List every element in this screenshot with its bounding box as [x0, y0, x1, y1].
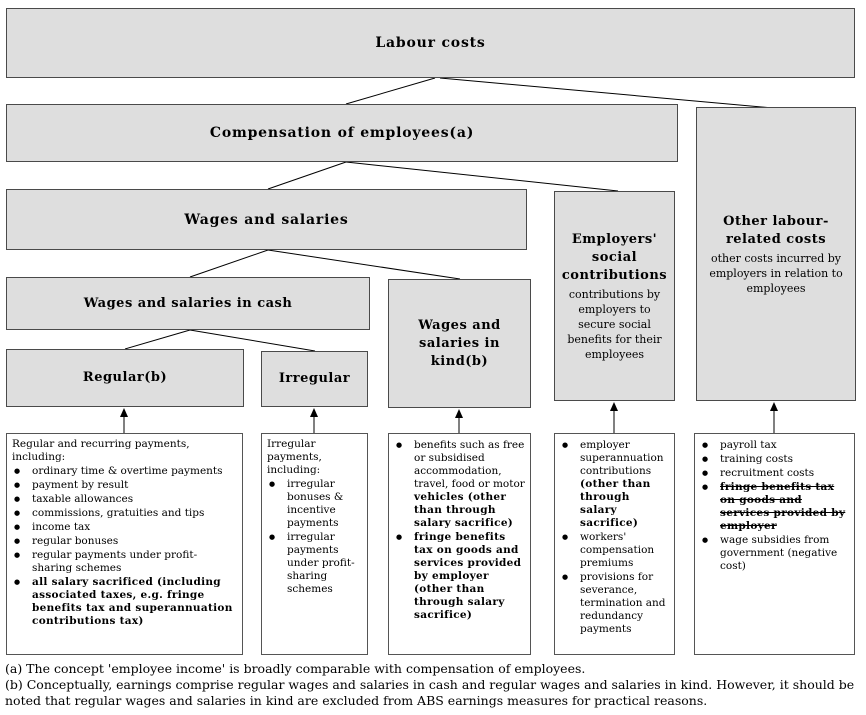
bullet-icon: ● [396, 533, 403, 541]
line-cash-to-regular [124, 329, 191, 350]
bullet-icon: ● [702, 455, 709, 463]
bullet-icon: ● [269, 533, 276, 541]
detail-item: ●irregular bonuses & incentive payments [269, 478, 344, 529]
detail-box-1: Regular and recurring payments, includin… [6, 433, 243, 655]
arrowhead-employers [610, 402, 618, 411]
detail-item: ●benefits such as free or subsidised acc… [396, 439, 525, 529]
bullet-icon: ● [562, 573, 569, 581]
line-compensation-to-wages [267, 161, 347, 190]
detail-item: ●recruitment costs [702, 467, 815, 479]
bullet-icon: ● [14, 551, 21, 559]
detail-item: ●training costs [702, 453, 793, 465]
bullet-icon: ● [702, 483, 709, 491]
footnotes: (a) The concept 'employee income' is bro… [5, 661, 861, 709]
arrowhead-irregular [310, 408, 318, 417]
node-wages-salaries-in-cash: Wages and salaries in cash [6, 277, 370, 330]
node-description: contributions by employers to secure soc… [567, 287, 662, 361]
detail-box-4: ●employer superannuation contributions (… [554, 433, 675, 655]
node-wages-and-salaries: Wages and salaries [6, 189, 527, 250]
node-wages-salaries-in-kind: Wages and salaries in kind(b) [388, 279, 531, 408]
detail-item: ●all salary sacrificed (including associ… [14, 576, 233, 627]
detail-item: ●regular bonuses [14, 535, 119, 547]
detail-item: ●ordinary time & overtime payments [14, 465, 223, 477]
arrowhead-other [770, 402, 778, 411]
node-label: Employers' social contributions [561, 231, 668, 283]
footnote-a: (a) The concept 'employee income' is bro… [5, 661, 586, 676]
detail-box-2: Irregular payments, including: ●irregula… [261, 433, 368, 655]
line-cash-to-irregular [189, 329, 316, 352]
detail-item: ●fringe benefits tax on goods and servic… [396, 531, 522, 621]
detail-item: ●regular payments under profit-sharing s… [14, 549, 198, 574]
detail-item: ●employer superannuation contributions (… [562, 439, 664, 529]
detail-box-3: ●benefits such as free or subsidised acc… [388, 433, 531, 655]
detail-item: ●workers' compensation premiums [562, 531, 655, 569]
arrowhead-regular [120, 408, 128, 417]
detail-item: ●wage subsidies from government (negativ… [702, 534, 838, 572]
node-label: Compensation of employees(a) [209, 125, 475, 141]
node-label: Other labour-related costs [723, 213, 829, 247]
bullet-icon: ● [562, 533, 569, 541]
detail-list: ●irregular bonuses & incentive payments●… [267, 478, 362, 596]
line-wages-to-kind [267, 249, 461, 280]
bullet-icon: ● [396, 441, 403, 449]
bullet-icon: ● [702, 536, 709, 544]
node-employers-social-contributions: Employers' social contributions contribu… [554, 191, 675, 401]
bullet-icon: ● [14, 481, 21, 489]
bullet-icon: ● [269, 480, 276, 488]
node-label: Wages and salaries [184, 211, 349, 228]
detail-list: ●payroll tax ●training costs ●recruitment … [700, 439, 849, 573]
detail-item: ●commissions, gratuities and tips [14, 507, 205, 519]
node-label: Irregular [278, 371, 351, 386]
bullet-icon: ● [14, 495, 21, 503]
detail-item: ●taxable allowances [14, 493, 134, 505]
detail-item: ●payroll tax [702, 439, 777, 451]
arrowhead-kind [455, 409, 463, 418]
node-regular: Regular(b) [6, 349, 244, 407]
bullet-icon: ● [14, 509, 21, 517]
node-compensation-of-employees: Compensation of employees(a) [6, 104, 678, 162]
bullet-icon: ● [14, 467, 21, 475]
detail-list: ●ordinary time & overtime payments ●payme… [12, 465, 237, 628]
line-compensation-to-employers [345, 161, 619, 192]
node-label: Regular(b) [82, 370, 168, 385]
node-labour-costs: Labour costs [6, 8, 855, 78]
node-label: Wages and salaries in kind(b) [418, 317, 501, 369]
bullet-icon: ● [702, 469, 709, 477]
detail-item: ●payment by result [14, 479, 129, 491]
node-irregular: Irregular [261, 351, 368, 407]
bullet-icon: ● [702, 441, 709, 449]
bullet-icon: ● [14, 523, 21, 531]
detail-item: ●fringe benefits tax on goods and servic… [702, 481, 846, 532]
node-description: other costs incurred by employers in rel… [709, 251, 843, 295]
detail-item: ●provisions for severance, termination a… [562, 571, 666, 635]
node-other-labour-related-costs: Other labour-related costs other costs i… [696, 107, 856, 401]
detail-item: ●income tax [14, 521, 91, 533]
bullet-icon: ● [14, 578, 21, 586]
detail-list: ●employer superannuation contributions (… [560, 439, 669, 636]
node-label: Labour costs [375, 35, 486, 51]
line-labour-to-compensation [345, 77, 436, 105]
line-wages-to-cash [189, 249, 269, 278]
detail-item: ●irregular payments under profit-sharing… [269, 531, 355, 595]
detail-box-5: ●payroll tax ●training costs ●recruitment … [694, 433, 855, 655]
detail-intro: Regular and recurring payments, includin… [12, 438, 190, 463]
node-label: Wages and salaries in cash [83, 295, 293, 311]
detail-intro: Irregular payments, including: [267, 438, 322, 476]
footnote-b: (b) Conceptually, earnings comprise regu… [5, 677, 855, 708]
bullet-icon: ● [14, 537, 21, 545]
bullet-icon: ● [562, 441, 569, 449]
detail-list: ●benefits such as free or subsidised acc… [394, 439, 525, 622]
